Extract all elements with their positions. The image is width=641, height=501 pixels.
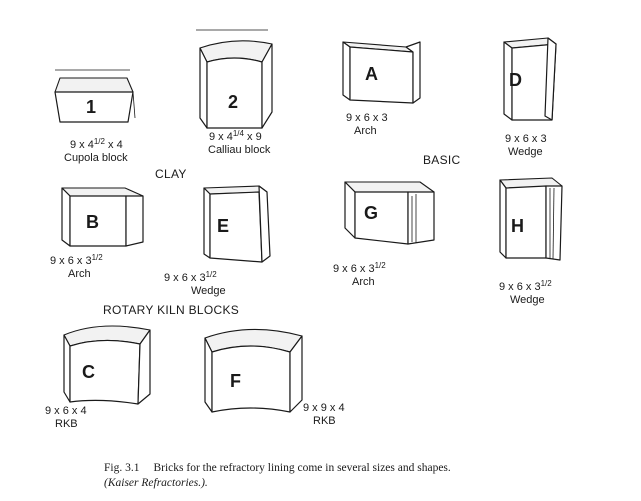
brick-d-letter: D <box>509 70 522 90</box>
figure-number: Fig. 3.1 <box>104 462 140 474</box>
label-1-size: 9 x 41/2 x 4 <box>70 137 123 151</box>
brick-a-letter: A <box>365 64 378 84</box>
section-rotary-kiln-blocks: ROTARY KILN BLOCKS <box>103 303 239 317</box>
brick-a-arch: A <box>342 41 421 104</box>
label-c-size: 9 x 6 x 4 <box>45 405 87 417</box>
brick-h-letter: H <box>511 216 524 236</box>
label-b-name: Arch <box>68 268 91 280</box>
brick-b-letter: B <box>86 212 99 232</box>
label-g-size: 9 x 6 x 31/2 <box>333 261 386 275</box>
label-e-name: Wedge <box>191 285 226 297</box>
brick-b-arch: B <box>61 187 144 247</box>
label-d-name: Wedge <box>508 146 543 158</box>
brick-f-letter: F <box>230 371 241 391</box>
caption-text: Bricks for the refractory lining come in… <box>153 462 451 474</box>
brick-g-letter: G <box>364 203 378 223</box>
label-a-size: 9 x 6 x 3 <box>346 112 388 124</box>
figure-caption: Fig. 3.1 Bricks for the refractory lining… <box>104 461 624 491</box>
section-basic: BASIC <box>423 153 461 167</box>
label-c-name: RKB <box>55 418 78 430</box>
label-a-name: Arch <box>354 125 377 137</box>
section-clay: CLAY <box>155 167 187 181</box>
brick-c-letter: C <box>82 362 95 382</box>
label-g-name: Arch <box>352 276 375 288</box>
label-h-size: 9 x 6 x 31/2 <box>499 279 552 293</box>
brick-1-cupola-block: 1 <box>54 69 136 123</box>
brick-f-rkb: F <box>204 328 303 413</box>
brick-e-letter: E <box>217 216 229 236</box>
label-h-name: Wedge <box>510 294 545 306</box>
caption-source: (Kaiser Refractories.). <box>104 477 208 489</box>
brick-e-wedge: E <box>203 185 271 263</box>
brick-g-arch: G <box>344 181 435 245</box>
brick-1-letter: 1 <box>86 97 96 117</box>
brick-h-wedge: H <box>499 177 563 261</box>
label-2-name: Calliau block <box>208 144 271 156</box>
brick-2-calliau-block: 2 <box>196 29 273 129</box>
label-f-name: RKB <box>313 415 336 427</box>
brick-2-letter: 2 <box>228 92 238 112</box>
label-d-size: 9 x 6 x 3 <box>505 133 547 145</box>
label-2-size: 9 x 41/4 x 9 <box>209 129 262 143</box>
label-b-size: 9 x 6 x 31/2 <box>50 253 103 267</box>
label-e-size: 9 x 6 x 31/2 <box>164 270 217 284</box>
label-f-size: 9 x 9 x 4 <box>303 402 345 414</box>
brick-d-wedge: D <box>503 37 557 121</box>
label-1-name: Cupola block <box>64 152 128 164</box>
brick-c-rkb: C <box>63 325 151 405</box>
